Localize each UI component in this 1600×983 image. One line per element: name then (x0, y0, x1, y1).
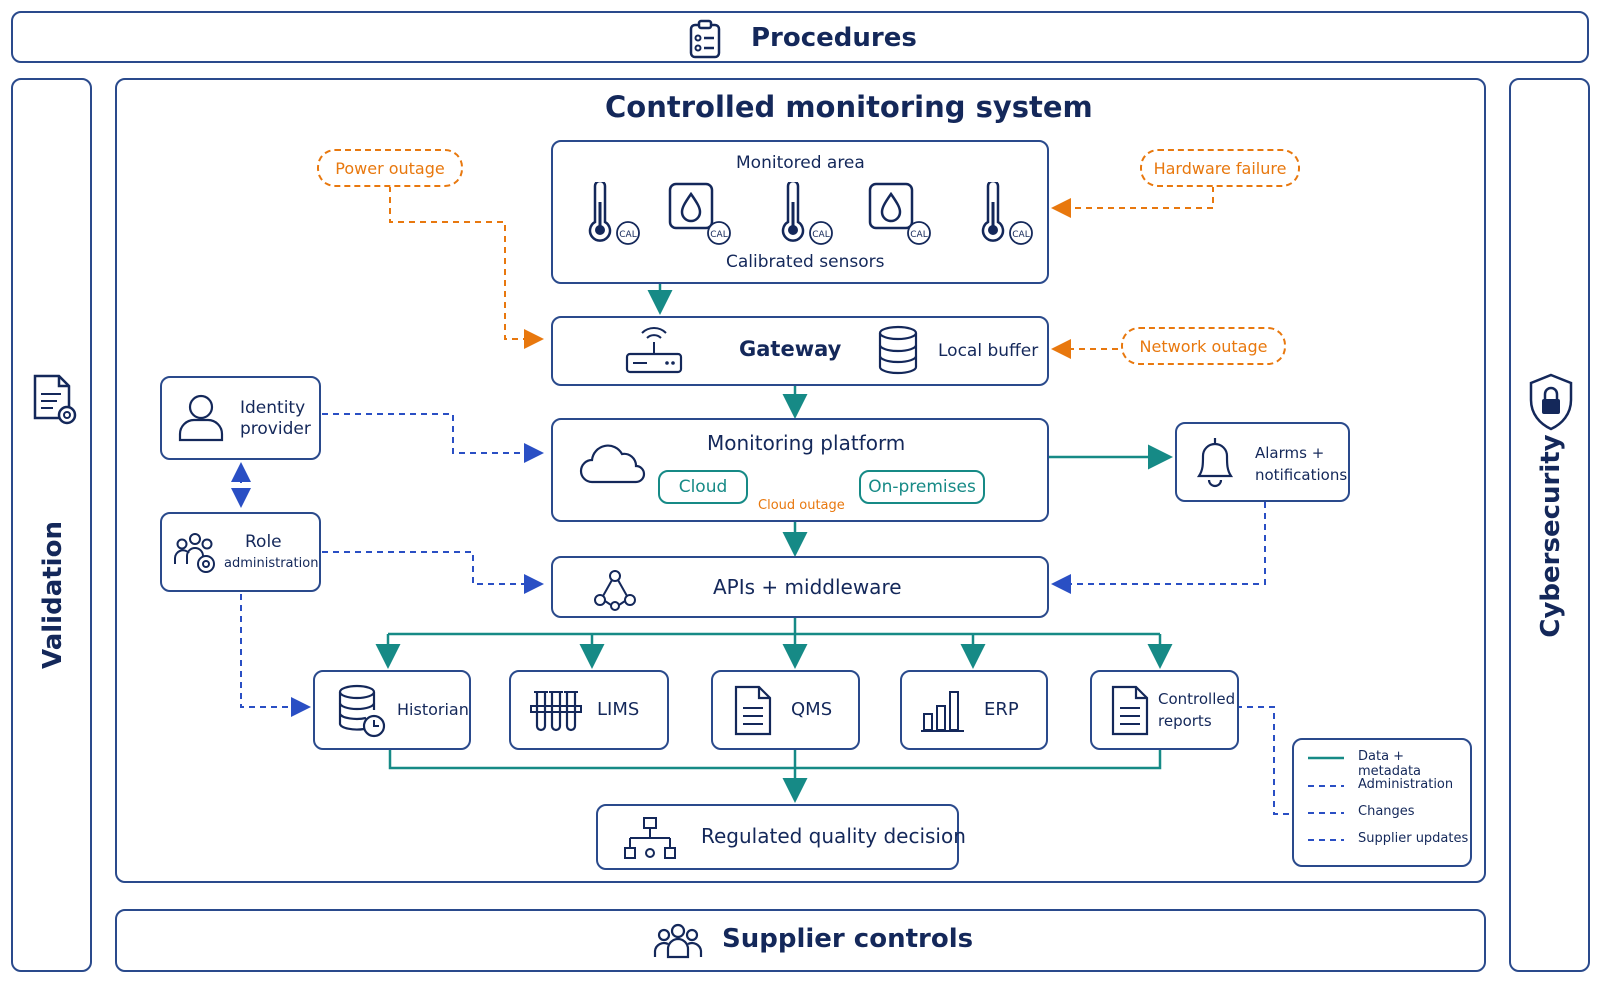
test-tubes-icon (529, 688, 583, 738)
validation-panel: Validation (11, 78, 92, 972)
document-icon (733, 684, 773, 742)
database-icon (876, 325, 920, 381)
svg-text:CAL: CAL (1012, 230, 1029, 240)
admin-role-historian (240, 594, 311, 717)
admin-role-apis (322, 551, 544, 594)
regulated-quality-decision-box: Regulated quality decision (596, 804, 966, 870)
svg-text:CAL: CAL (710, 230, 727, 240)
bell-icon (1191, 434, 1239, 494)
erp-box: ERP (900, 670, 1048, 750)
role-administration-label-line2: administration (224, 556, 319, 571)
cybersecurity-panel: Cybersecurity (1509, 78, 1590, 972)
cloud-outage-label: Cloud outage (758, 498, 845, 513)
svg-text:CAL: CAL (910, 230, 927, 240)
network-nodes-icon (591, 566, 639, 618)
users-gear-icon (172, 530, 220, 580)
gateway-box: Gateway Local buffer (551, 316, 1049, 386)
role-administration-box: Role administration (160, 512, 321, 592)
humidity-sensor-icon: CAL (868, 182, 936, 250)
lims-label: LIMS (597, 699, 640, 720)
validation-label: Validation (38, 521, 68, 669)
power-outage-risk: Power outage (317, 149, 463, 187)
alarms-label-line1: Alarms + (1255, 444, 1325, 462)
monitored-area-label: Monitored area (736, 153, 865, 173)
admin-identity-platform (322, 413, 544, 463)
monitoring-platform-box: Monitoring platform Cloud On-premises Cl… (551, 418, 1049, 522)
network-outage-risk: Network outage (1121, 327, 1286, 365)
supplier-controls-label: Supplier controls (722, 924, 974, 954)
cloud-deployment: Cloud (658, 470, 748, 504)
clipboard-icon (685, 19, 725, 63)
on-premises-deployment: On-premises (859, 470, 985, 504)
historian-label: Historian (397, 700, 469, 719)
admin-alarms-apis (1051, 502, 1266, 594)
identity-provider-label-line1: Identity (240, 398, 306, 418)
user-icon (176, 392, 226, 448)
admin-reports-legend (1236, 706, 1290, 815)
database-clock-icon (337, 684, 387, 744)
legend-label-supplier-updates: Supplier updates (1358, 831, 1469, 846)
svg-text:CAL: CAL (619, 230, 636, 240)
controlled-monitoring-system (115, 78, 1486, 883)
system-title: Controlled monitoring system (605, 90, 1093, 124)
legend-label-administration: Administration (1358, 777, 1454, 792)
local-buffer-label: Local buffer (938, 341, 1039, 361)
humidity-sensor-icon: CAL (668, 182, 736, 250)
thermometer-sensor-icon: CAL (976, 179, 1038, 250)
apis-middleware-label: APIs + middleware (713, 575, 902, 599)
qms-label: QMS (791, 699, 833, 720)
legend-line-supplier-updates (1308, 839, 1344, 841)
monitoring-platform-label: Monitoring platform (707, 431, 906, 455)
erp-label: ERP (984, 699, 1019, 720)
gateway-label: Gateway (739, 337, 842, 361)
alarms-notifications-box: Alarms + notifications (1175, 422, 1350, 502)
controlled-reports-label-line1: Controlled (1158, 690, 1236, 708)
risk-power-gateway (389, 186, 544, 349)
controlled-reports-label-line2: reports (1158, 712, 1212, 730)
procedures-banner: Procedures (11, 11, 1589, 63)
legend-line-administration (1308, 785, 1344, 787)
thermometer-sensor-icon: CAL (583, 179, 645, 250)
cloud-icon (578, 440, 646, 492)
regulated-quality-decision-label: Regulated quality decision (701, 824, 966, 848)
supplier-controls-banner: Supplier controls (115, 909, 1486, 972)
apis-middleware-box: APIs + middleware (551, 556, 1049, 618)
role-administration-label-line1: Role (245, 532, 282, 552)
procedures-label: Procedures (751, 23, 917, 53)
monitored-area-box: Monitored area Calibrated sensors CAL CA… (551, 140, 1049, 284)
legend-line-data-metadata (1308, 756, 1344, 760)
bar-chart-icon (920, 686, 966, 738)
hierarchy-icon (624, 816, 676, 866)
identity-provider-box: Identity provider (160, 376, 321, 460)
thermometer-sensor-icon: CAL (776, 179, 838, 250)
report-document-icon (1110, 684, 1150, 742)
router-wifi-icon (623, 326, 685, 382)
shield-lock-icon (1527, 372, 1575, 436)
qms-box: QMS (711, 670, 860, 750)
flow-systems-collector (388, 750, 1162, 770)
identity-provider-label-line2: provider (240, 419, 311, 439)
controlled-reports-box: Controlled reports (1090, 670, 1239, 750)
risk-hardware-sensors (1051, 186, 1214, 218)
people-group-icon (653, 921, 703, 965)
legend-line-changes (1308, 812, 1344, 814)
svg-text:CAL: CAL (812, 230, 829, 240)
hardware-failure-risk: Hardware failure (1140, 149, 1300, 187)
lims-box: LIMS (509, 670, 669, 750)
legend-label-data-metadata: Data + metadata (1358, 749, 1422, 779)
document-gear-icon (31, 372, 79, 432)
calibrated-sensors-label: Calibrated sensors (726, 252, 885, 272)
alarms-label-line2: notifications (1255, 466, 1348, 484)
legend-box: Data + metadata Administration Changes S… (1292, 738, 1472, 867)
legend-label-changes: Changes (1358, 804, 1415, 819)
historian-box: Historian (313, 670, 471, 750)
cybersecurity-label: Cybersecurity (1536, 434, 1566, 638)
